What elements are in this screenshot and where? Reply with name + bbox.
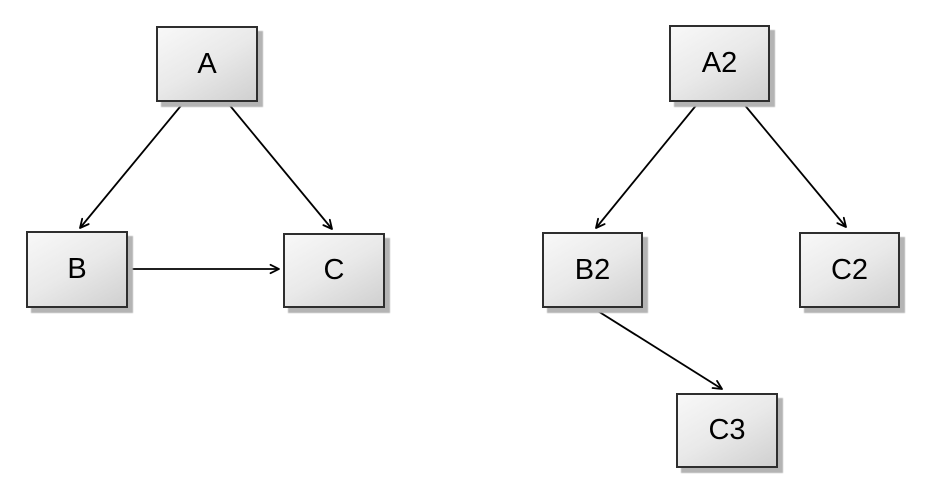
left-graph-edges xyxy=(79,101,333,275)
edge-A-C[interactable] xyxy=(226,101,333,230)
node-label: B xyxy=(67,253,87,285)
node-B2[interactable]: B2 xyxy=(542,232,643,308)
edge-B2-C3[interactable] xyxy=(592,307,723,390)
node-C[interactable]: C xyxy=(283,233,385,308)
node-label: B2 xyxy=(574,253,611,286)
right-graph-edges xyxy=(592,102,847,390)
node-label: C2 xyxy=(830,253,869,286)
node-A[interactable]: A xyxy=(156,26,258,102)
edge-A2-C2[interactable] xyxy=(742,102,847,228)
node-label: C xyxy=(323,254,345,286)
node-label: A2 xyxy=(701,47,738,79)
node-C3[interactable]: C3 xyxy=(676,393,778,468)
edge-A-B[interactable] xyxy=(79,101,185,229)
node-C2[interactable]: C2 xyxy=(799,232,900,308)
edge-A2-B2[interactable] xyxy=(595,102,699,229)
node-label: C3 xyxy=(708,414,746,446)
node-label: A xyxy=(197,47,217,80)
node-A2[interactable]: A2 xyxy=(669,25,770,102)
node-B[interactable]: B xyxy=(26,231,128,308)
